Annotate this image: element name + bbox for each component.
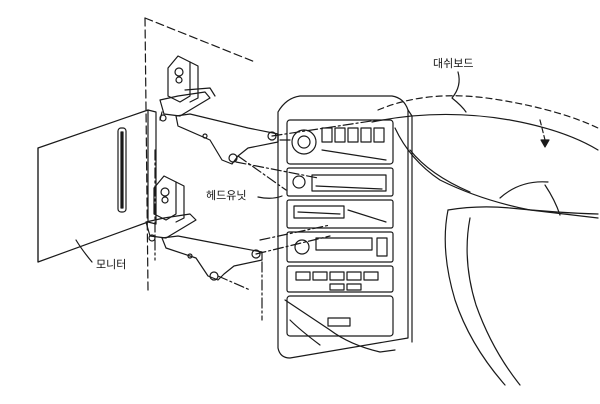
lower-hinge-bracket — [145, 175, 263, 281]
head-unit-leader — [257, 195, 283, 199]
monitor-label: 모니터 — [96, 258, 127, 271]
dashboard-label: 대쉬보드 — [433, 57, 474, 70]
alignment-lines — [154, 119, 379, 321]
head-unit-label: 헤드유닛 — [206, 189, 247, 202]
monitor — [37, 17, 256, 291]
dashboard — [371, 71, 599, 386]
head-unit-console — [277, 95, 413, 359]
upper-hinge-bracket — [159, 55, 279, 165]
